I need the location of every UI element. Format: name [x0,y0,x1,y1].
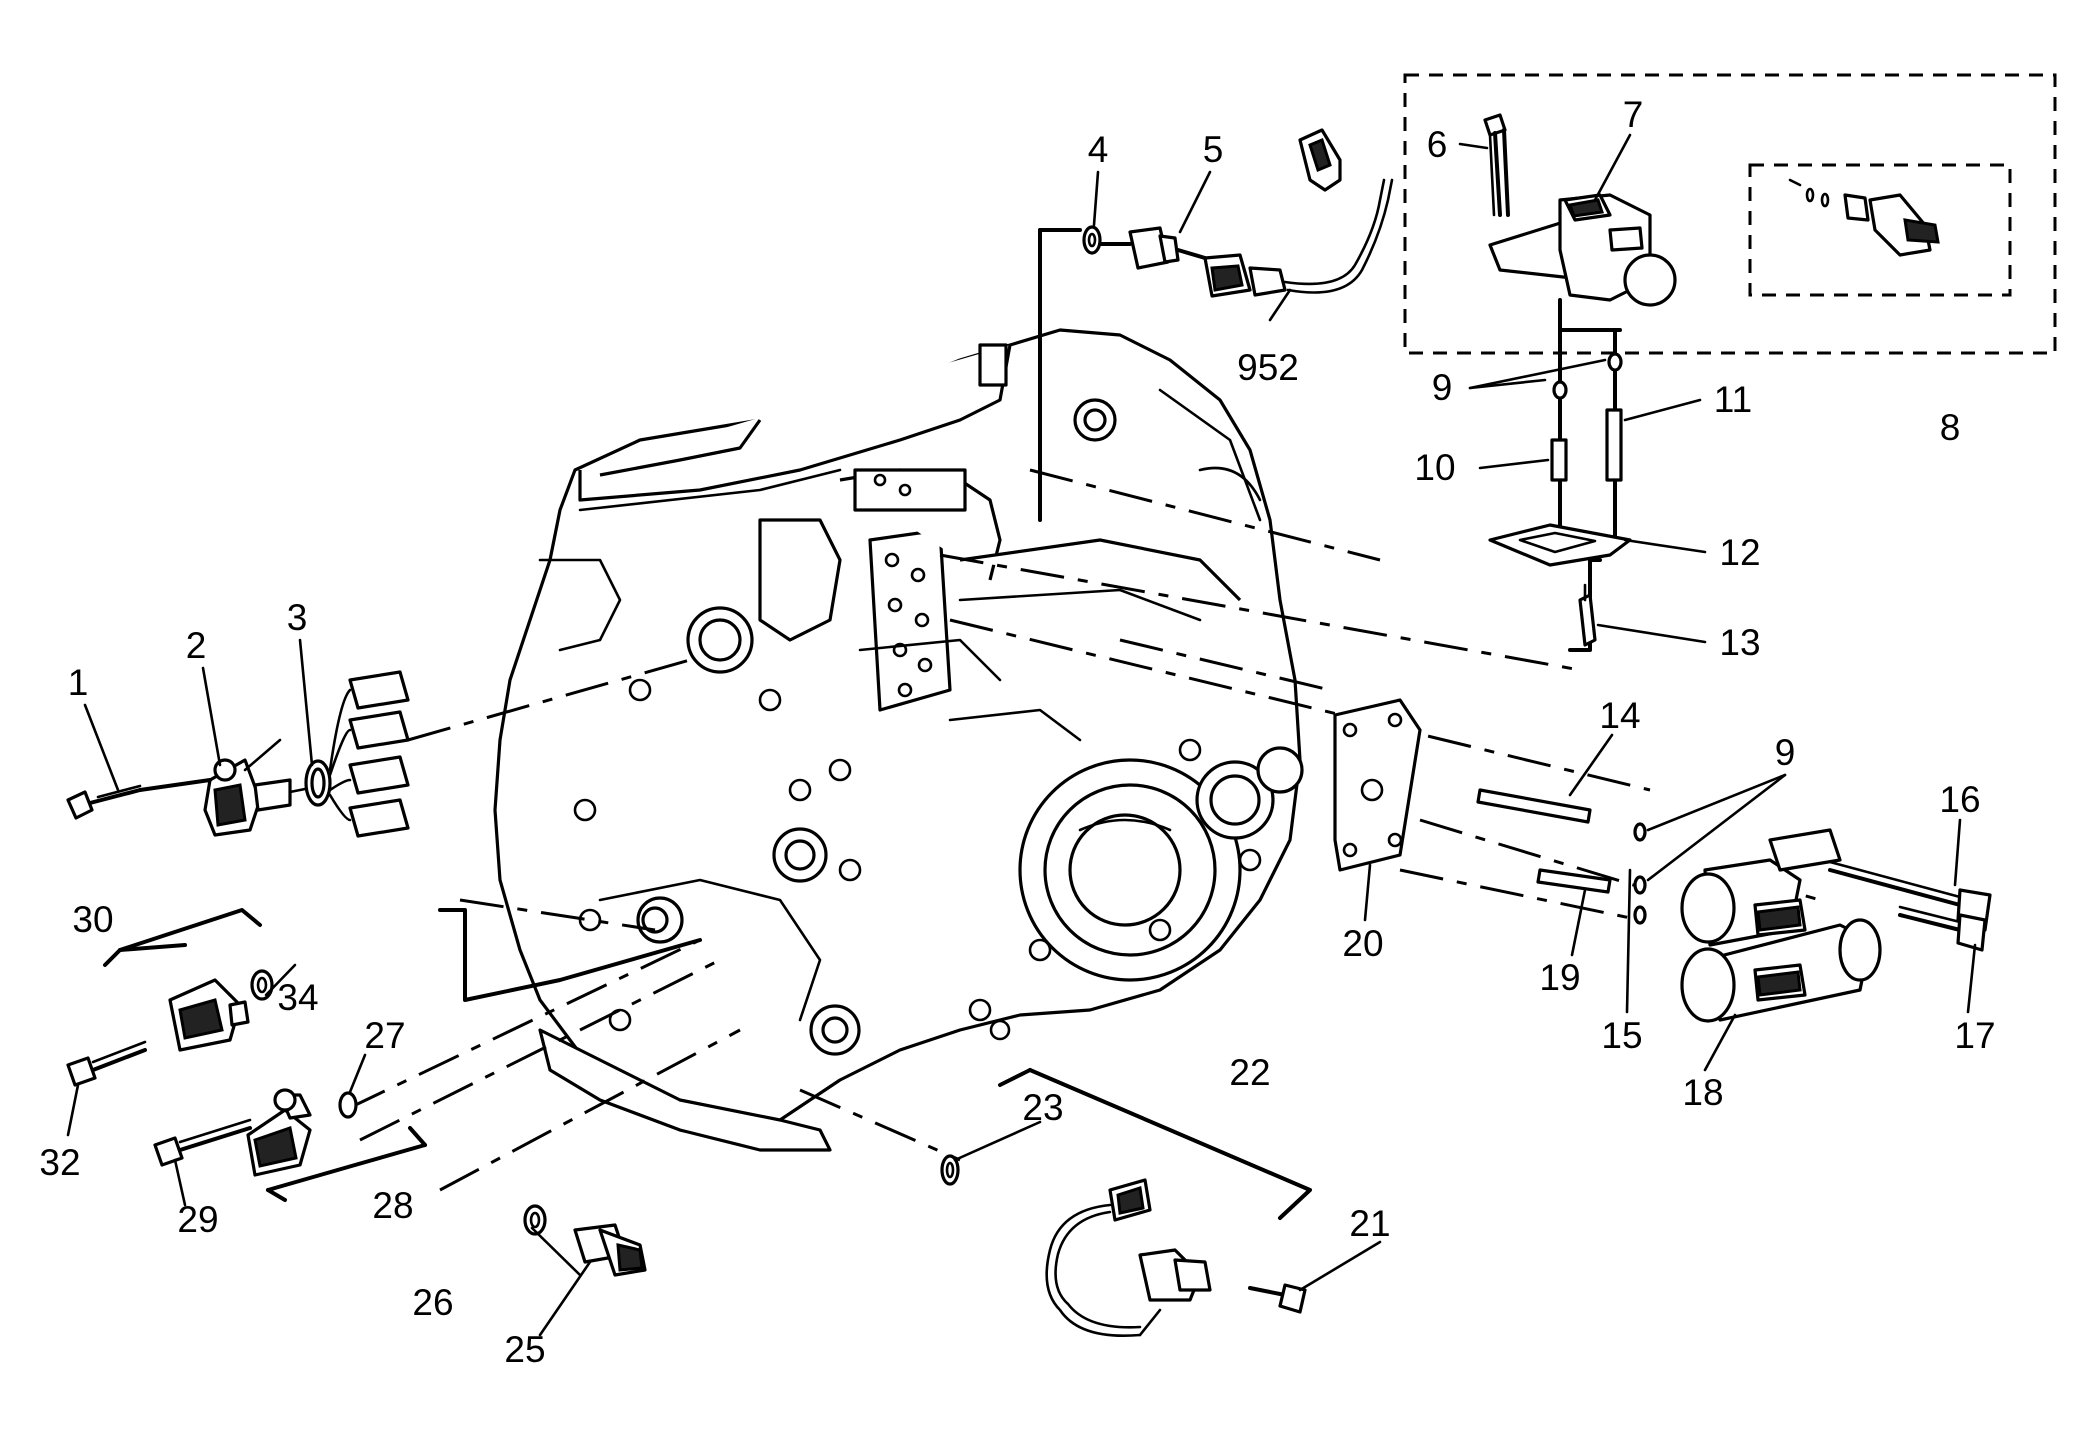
callout-22: 22 [1229,1052,1270,1093]
callout-15: 15 [1601,1015,1642,1056]
callout-5: 5 [1203,129,1224,170]
sensor-5 [1098,226,1252,298]
seal-34 [250,969,274,1001]
bolt-6 [1483,113,1510,217]
seal-3 [288,759,332,807]
callout-9-top: 9 [1432,367,1453,408]
callout-32: 32 [39,1142,80,1183]
callout-16: 16 [1939,779,1980,820]
bolt-29 [153,1118,252,1167]
bracket-28 [266,1126,427,1202]
pipe-10 [1550,380,1568,482]
callout-7: 7 [1623,94,1644,135]
callout-28: 28 [372,1185,413,1226]
callout-12: 12 [1719,532,1760,573]
plate-20 [1333,698,1422,872]
solenoid-18-upper [1680,828,1842,947]
callout-952: 952 [1237,347,1299,388]
callout-27: 27 [364,1015,405,1056]
callout-23: 23 [1022,1087,1063,1128]
inset-box [1748,163,2012,297]
callout-29: 29 [177,1199,218,1240]
bolt-32 [66,1040,147,1087]
solenoid-7 [1488,193,1677,307]
callout-34: 34 [277,977,318,1018]
connectors-3 [328,670,410,838]
callout-8: 8 [1940,407,1961,448]
sensor-28 [246,1088,312,1177]
assembly-box-8 [1403,73,2057,355]
callout-17: 17 [1954,1015,1995,1056]
solenoid-18-lower [1680,918,1882,1023]
callout-4: 4 [1088,129,1109,170]
callout-25: 25 [504,1329,545,1370]
callout-26: 26 [412,1282,453,1323]
callout-9-right: 9 [1775,732,1796,773]
sensor-30 [168,978,250,1052]
callout-10: 10 [1414,447,1455,488]
callout-20: 20 [1342,923,1383,964]
callout-30: 30 [72,899,113,940]
sensor-22 [1045,1178,1212,1337]
sensor-25 [573,1223,647,1277]
bolt-1 [66,784,142,820]
callout-18: 18 [1682,1072,1723,1113]
callout-3: 3 [287,597,308,638]
seal-23 [940,1154,960,1186]
seal-27 [338,1091,358,1119]
callout-14: 14 [1599,695,1640,736]
callout-2: 2 [186,625,207,666]
leader-lines [66,133,1977,1337]
tube-14 [1476,788,1592,824]
callout-13: 13 [1719,622,1760,663]
transmission-case [493,328,1304,1152]
callout-11: 11 [1714,379,1752,420]
bracket-22 [998,1068,1312,1220]
gasket-12 [1488,523,1632,567]
seals-9 [1633,822,1647,925]
bracket-30 [103,908,262,967]
callout-1: 1 [68,662,89,703]
callout-21: 21 [1349,1203,1390,1244]
pin-13 [1578,583,1597,647]
harness-952 [1248,128,1394,297]
bolt-21 [1248,1283,1307,1314]
sensor-2 [138,738,292,837]
inset-solenoid [1788,178,1940,257]
washer-4 [1082,225,1102,255]
pipe-11 [1605,352,1623,482]
seal-26 [523,1204,547,1236]
callout-19: 19 [1539,957,1580,998]
bolt-17 [1898,905,1987,952]
callout-6: 6 [1427,124,1448,165]
tube-19 [1536,868,1612,894]
callout-labels: 1 2 3 4 5 6 7 8 9 9 10 11 12 13 14 15 16… [39,94,1995,1370]
